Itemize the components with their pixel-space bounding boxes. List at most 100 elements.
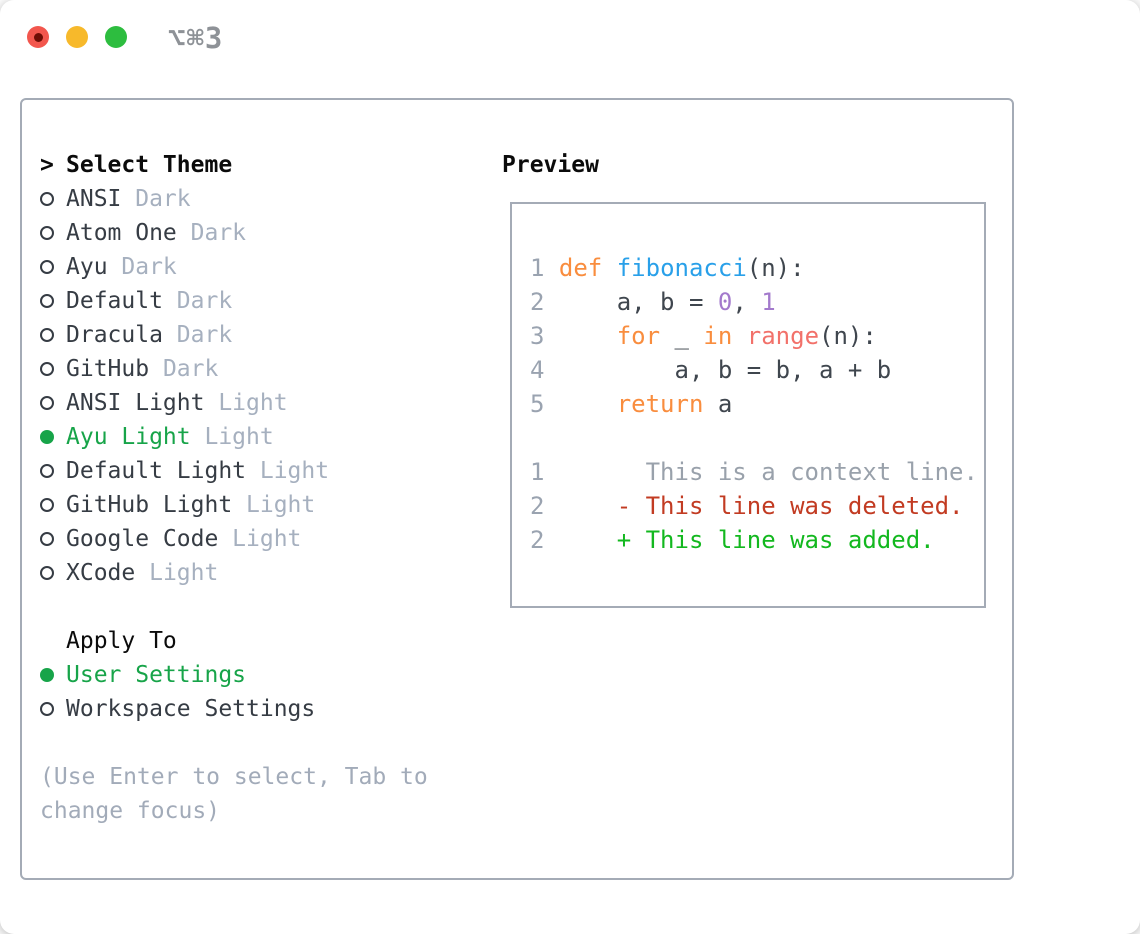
line-number: 3 bbox=[530, 322, 545, 350]
code-token: return bbox=[616, 390, 704, 418]
right-column: Preview 1 def fibonacci(n):2 a, b = 0, 1… bbox=[502, 148, 1012, 608]
theme-item-label: GitHub bbox=[66, 356, 150, 382]
hint-text: (Use Enter to select, Tab to change focu… bbox=[40, 760, 502, 828]
line-number: 2 bbox=[530, 492, 545, 520]
titlebar: ⌥⌘3 bbox=[0, 0, 1140, 98]
theme-item-xcode-light[interactable]: XCode Light bbox=[40, 556, 502, 590]
code-token: a, b = bbox=[558, 288, 718, 316]
diff-line-added: 2 + This line was added. bbox=[530, 523, 984, 557]
radio-icon bbox=[40, 192, 66, 206]
radio-icon bbox=[40, 294, 66, 308]
theme-item-google-code-light[interactable]: Google Code Light bbox=[40, 522, 502, 556]
theme-item-variant: Dark bbox=[162, 356, 219, 382]
theme-item-variant: Light bbox=[259, 458, 330, 484]
theme-item-label: Ayu Light bbox=[66, 424, 191, 450]
radio-icon bbox=[40, 362, 66, 376]
code-token: _ bbox=[660, 322, 704, 350]
theme-item-label: Default Light bbox=[66, 458, 247, 484]
close-button[interactable] bbox=[27, 26, 49, 48]
code-token: 1 bbox=[761, 288, 776, 316]
line-number: 2 bbox=[530, 526, 545, 554]
apply-item-workspace-settings[interactable]: Workspace Settings bbox=[40, 692, 502, 726]
zoom-button[interactable] bbox=[105, 26, 127, 48]
theme-item-ansi-dark[interactable]: ANSI Dark bbox=[40, 182, 502, 216]
theme-item-variant: Dark bbox=[176, 322, 233, 348]
theme-item-variant: Light bbox=[232, 526, 302, 552]
theme-item-github-dark[interactable]: GitHub Dark bbox=[40, 352, 502, 386]
code-token bbox=[732, 322, 746, 350]
code-token: - This line was deleted. bbox=[558, 492, 964, 520]
line-number: 1 bbox=[530, 254, 545, 282]
keyboard-shortcut-label: ⌥⌘3 bbox=[168, 21, 224, 55]
radio-icon bbox=[40, 396, 66, 410]
radio-icon bbox=[40, 498, 66, 512]
code-token: range bbox=[746, 322, 820, 350]
minimize-button[interactable] bbox=[66, 26, 88, 48]
code-token: 0 bbox=[717, 288, 733, 316]
code-token bbox=[559, 390, 617, 418]
line-number: 5 bbox=[530, 390, 545, 418]
theme-item-ansi-light-light[interactable]: ANSI Light Light bbox=[40, 386, 502, 420]
apply-item-label: Workspace Settings bbox=[66, 696, 316, 722]
radio-selected-icon bbox=[40, 430, 66, 444]
apply-to-header: Apply To bbox=[40, 624, 502, 658]
theme-item-ayu-dark[interactable]: Ayu Dark bbox=[40, 250, 502, 284]
theme-item-variant: Light bbox=[218, 390, 288, 416]
theme-item-label: Ayu bbox=[66, 254, 108, 280]
radio-selected-icon bbox=[40, 668, 66, 682]
preview-header: Preview bbox=[502, 148, 1012, 182]
traffic-lights bbox=[27, 26, 144, 48]
cursor-indicator-icon: > bbox=[40, 152, 54, 178]
theme-item-ayu-light-light[interactable]: Ayu Light Light bbox=[40, 420, 502, 454]
select-theme-title: Select Theme bbox=[66, 152, 233, 178]
theme-item-label: XCode bbox=[66, 560, 136, 586]
line-number: 1 bbox=[530, 458, 545, 486]
preview-title: Preview bbox=[502, 152, 599, 178]
line-number: 4 bbox=[530, 356, 545, 384]
theme-item-label: Google Code bbox=[66, 526, 219, 552]
code-token: for bbox=[616, 322, 661, 350]
hint-line-1: (Use Enter to select, Tab to bbox=[40, 764, 428, 790]
radio-icon bbox=[40, 226, 66, 240]
code-line: 2 a, b = 0, 1 bbox=[530, 285, 984, 319]
radio-icon bbox=[40, 702, 66, 716]
theme-item-variant: Dark bbox=[121, 254, 177, 280]
cursor-marker: > bbox=[40, 148, 66, 182]
theme-item-variant: Light bbox=[204, 424, 274, 450]
theme-item-label: Atom One bbox=[66, 220, 177, 246]
theme-item-default-light-light[interactable]: Default Light Light bbox=[40, 454, 502, 488]
diff-line-context: 1 This is a context line. bbox=[530, 455, 984, 489]
theme-item-label: ANSI Light bbox=[66, 390, 205, 416]
radio-icon bbox=[40, 566, 66, 580]
diff-line-deleted: 2 - This line was deleted. bbox=[530, 489, 984, 523]
code-token: , bbox=[732, 288, 762, 316]
apply-item-label: User Settings bbox=[66, 662, 247, 688]
code-token: a, b = b, a + b bbox=[558, 356, 892, 384]
code-token: + This line was added. bbox=[558, 526, 935, 554]
theme-item-variant: Light bbox=[149, 560, 219, 586]
code-token: (n): bbox=[819, 322, 877, 350]
code-token: fibonacci bbox=[616, 254, 747, 282]
code-token: in bbox=[703, 322, 733, 350]
spacer bbox=[40, 726, 502, 760]
theme-item-variant: Dark bbox=[135, 186, 191, 212]
radio-icon bbox=[40, 532, 66, 546]
code-token: def bbox=[558, 254, 603, 282]
theme-item-atom-one-dark[interactable]: Atom One Dark bbox=[40, 216, 502, 250]
apply-item-user-settings[interactable]: User Settings bbox=[40, 658, 502, 692]
code-token: (n): bbox=[746, 254, 805, 282]
apply-to-title: Apply To bbox=[66, 628, 177, 654]
code-line: 5 return a bbox=[530, 387, 984, 421]
theme-item-label: ANSI bbox=[66, 186, 122, 212]
code-token bbox=[602, 254, 616, 282]
theme-item-variant: Dark bbox=[190, 220, 247, 246]
